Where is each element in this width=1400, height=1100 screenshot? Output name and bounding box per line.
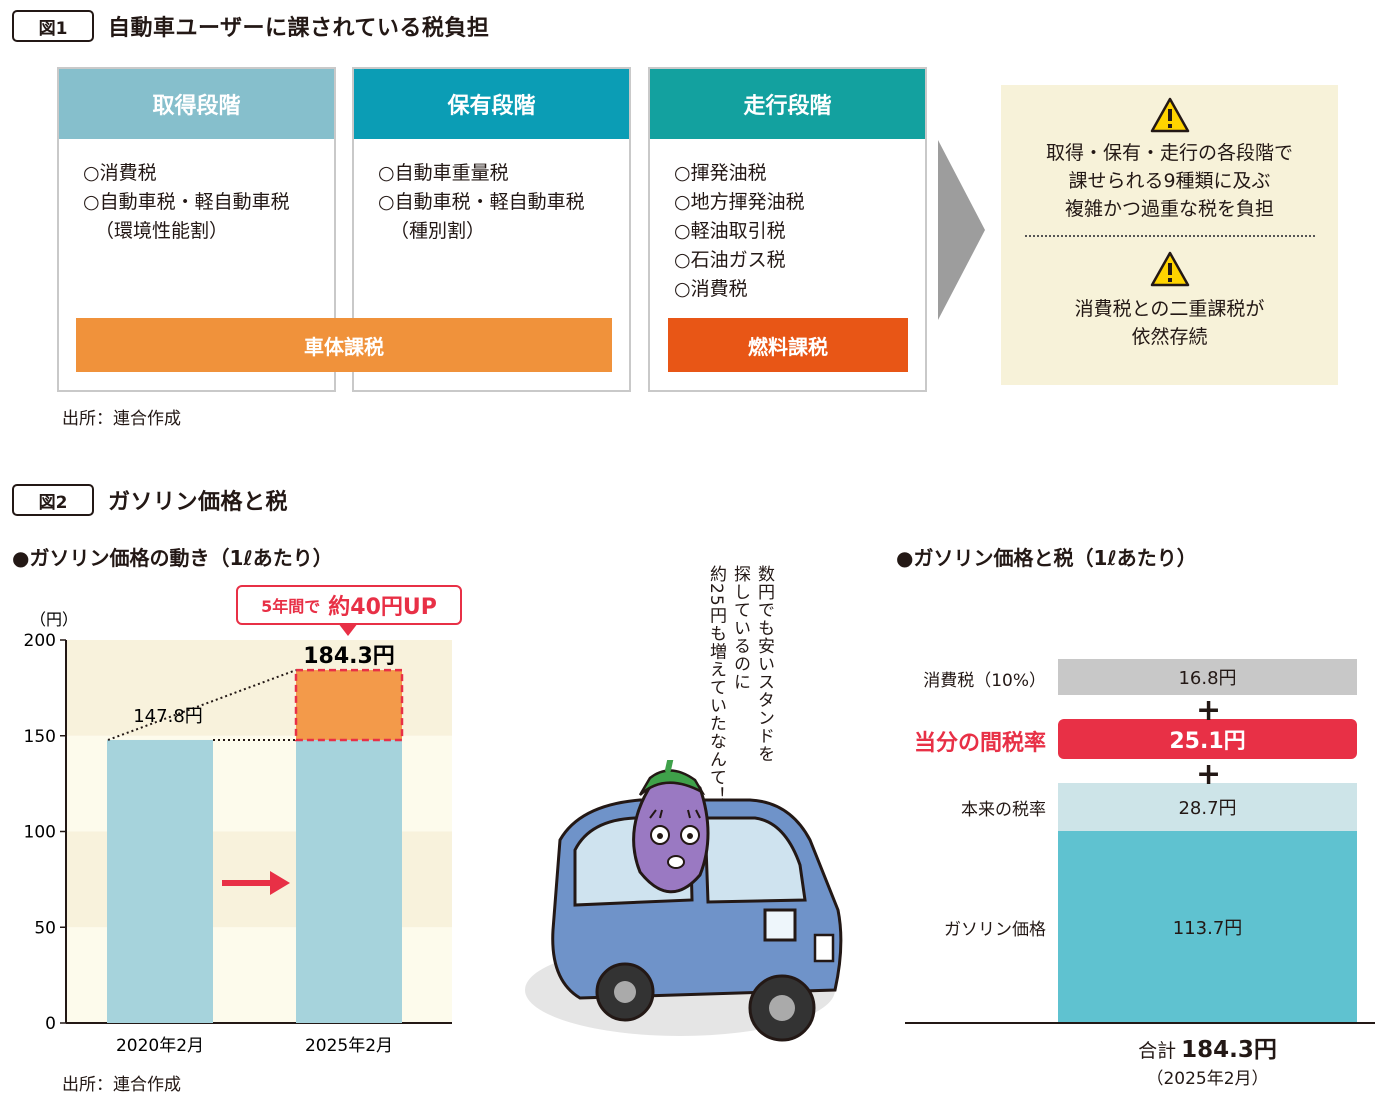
- stack-series-label: 本来の税率: [961, 800, 1046, 820]
- warning-icon: [1150, 97, 1189, 133]
- stage-item: ○揮発油税: [674, 162, 767, 184]
- value-label-2020: 147.8円: [133, 706, 203, 727]
- left-chart-title: ●ガソリン価格の動き（1ℓあたり）: [12, 546, 333, 570]
- speech-line: 約25円も増えていたなんて！: [706, 565, 726, 805]
- stage-item: ○自動車重量税: [378, 162, 509, 184]
- value-label-2025: 184.3円: [303, 644, 395, 669]
- stage-item: ○軽油取引税: [674, 220, 786, 242]
- summary-divider: [1024, 235, 1315, 237]
- fig1-summary: 取得・保有・走行の各段階で 課せられる9種類に及ぶ 複雑かつ過重な税を負担 消費…: [1001, 85, 1338, 385]
- total-date: （2025年2月）: [1146, 1069, 1269, 1089]
- y-tick-label: 100: [24, 823, 56, 843]
- y-tick-label: 150: [24, 727, 56, 747]
- callout-pointer-icon: [338, 623, 358, 636]
- summary-line: 課せられる9種類に及ぶ: [1068, 170, 1271, 192]
- x-tick-label: 2025年2月: [305, 1036, 393, 1056]
- total-value: 184.3円: [1181, 1037, 1277, 1063]
- fig2-tag: 図2: [12, 484, 94, 516]
- y-tick-label: 200: [24, 631, 56, 651]
- speech-line: 数円でも安いスタンドを: [754, 565, 774, 763]
- stage-item: ○地方揮発油税: [674, 191, 805, 213]
- plus-icon: +: [1196, 757, 1222, 792]
- stack-segment-1: 113.7円: [1058, 831, 1357, 1022]
- stage-item: （環境性能割）: [95, 220, 229, 242]
- fig1-tag: 図1: [12, 10, 94, 42]
- summary-line: 依然存続: [1131, 326, 1208, 348]
- summary-line: 消費税との二重課税が: [1074, 298, 1265, 320]
- stage-driving-title: 走行段階: [650, 69, 925, 139]
- increase-segment: [294, 668, 404, 742]
- stage-ownership-items: ○自動車重量税 ○自動車税・軽自動車税 （種別割）: [354, 139, 629, 246]
- fig2-source: 出所：連合作成: [62, 1075, 181, 1095]
- bar-1: [107, 739, 213, 1023]
- stack-series-label: 当分の間税率: [913, 731, 1046, 756]
- total-label: 合計: [1138, 1040, 1177, 1062]
- y-axis-unit: （円）: [30, 610, 78, 629]
- stage-acquisition-items: ○消費税 ○自動車税・軽自動車税 （環境性能割）: [59, 139, 334, 246]
- fig1-title: 自動車ユーザーに課されている税負担: [108, 16, 490, 41]
- speech-text: 数円でも安いスタンドを 探しているのに 約25円も増えていたなんて！: [704, 565, 776, 865]
- stage-acquisition-title: 取得段階: [59, 69, 334, 139]
- trend-connector: [107, 669, 297, 741]
- fig1-header: 図1 自動車ユーザーに課されている税負担: [12, 10, 489, 42]
- fig2-title: ガソリン価格と税: [108, 490, 289, 515]
- summary-line: 取得・保有・走行の各段階で: [1045, 142, 1293, 164]
- stage-item: （種別割）: [390, 220, 486, 242]
- fig1-source: 出所：連合作成: [62, 409, 181, 429]
- plus-icon: +: [1196, 693, 1222, 728]
- car-eggplant-illustration: [525, 760, 843, 1042]
- bar-2: [296, 739, 402, 1023]
- speech-line: 探しているのに: [730, 565, 750, 691]
- total-block: 合計 184.3円 （2025年2月）: [1058, 1030, 1357, 1089]
- stage-item: ○消費税: [674, 278, 748, 300]
- y-tick-label: 0: [45, 1014, 56, 1034]
- band-body-tax: 車体課税: [76, 318, 612, 372]
- stack-series-label: ガソリン価格: [944, 919, 1046, 940]
- band-fuel-tax: 燃料課税: [668, 318, 908, 372]
- right-chart-title: ●ガソリン価格と税（1ℓあたり）: [896, 546, 1197, 570]
- flow-arrow-icon: [938, 140, 985, 320]
- callout-big: 約40円UP: [328, 595, 437, 620]
- baseline: [905, 1022, 1375, 1024]
- summary-text-2: 消費税との二重課税が 依然存続: [1001, 295, 1338, 351]
- summary-line: 複雑かつ過重な税を負担: [1064, 198, 1274, 220]
- stage-item: ○自動車税・軽自動車税: [83, 191, 290, 213]
- x-tick-label: 2020年2月: [116, 1036, 204, 1056]
- stack-segment-2: 28.7円: [1058, 783, 1357, 831]
- increase-callout: 5年間で 約40円UP: [236, 585, 462, 625]
- y-tick-label: 50: [34, 918, 56, 938]
- trend-arrow-head-icon: [270, 871, 290, 895]
- price-trend-chart: 0 50 100 150 200 （円） 2020年2月 2025年2月 147.8円 184.…: [24, 610, 452, 1056]
- summary-text-1: 取得・保有・走行の各段階で 課せられる9種類に及ぶ 複雑かつ過重な税を負担: [1001, 139, 1338, 223]
- stage-item: ○消費税: [83, 162, 157, 184]
- callout-small: 5年間で: [261, 597, 321, 616]
- stack-segment-3: 25.1円: [1058, 719, 1357, 759]
- stage-item: ○石油ガス税: [674, 249, 786, 271]
- fig2-header: 図2 ガソリン価格と税: [12, 484, 288, 516]
- stage-item: ○自動車税・軽自動車税: [378, 191, 585, 213]
- stack-segment-4: 16.8円: [1058, 659, 1357, 695]
- warning-icon: [1150, 251, 1189, 287]
- stage-driving-items: ○揮発油税 ○地方揮発油税 ○軽油取引税 ○石油ガス税 ○消費税: [650, 139, 925, 304]
- stack-series-label: 消費税（10%）: [923, 671, 1046, 691]
- stage-ownership-title: 保有段階: [354, 69, 629, 139]
